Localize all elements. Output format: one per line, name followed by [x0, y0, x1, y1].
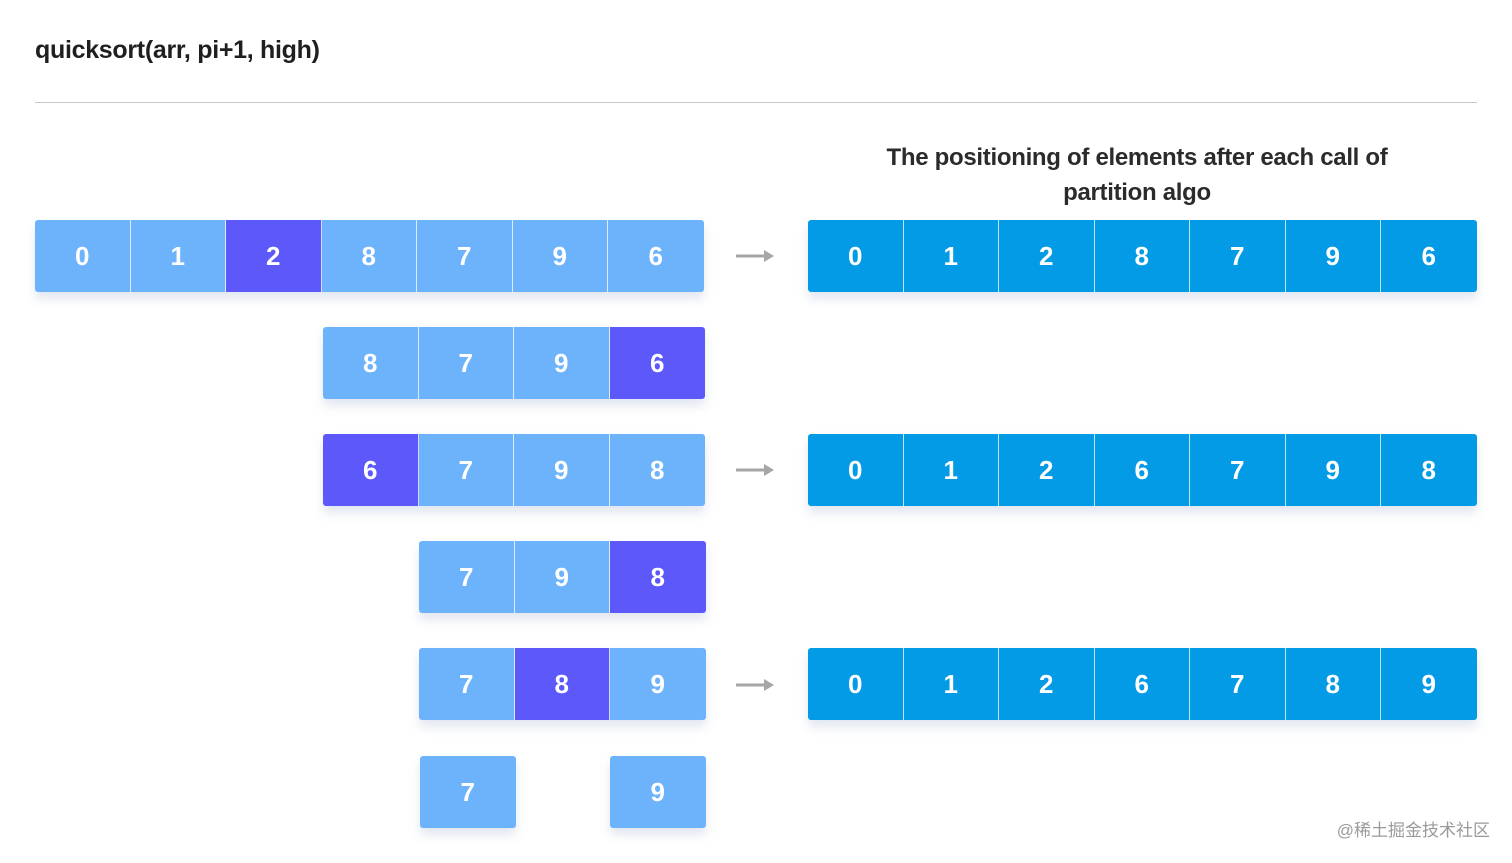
array-cell: 6	[1381, 220, 1477, 292]
array-cell: 7	[1190, 220, 1286, 292]
array-cell: 9	[1285, 220, 1381, 292]
array-cell: 0	[35, 220, 131, 292]
right-arrow-icon	[736, 679, 774, 691]
array-cell: 7	[420, 756, 516, 828]
array-cell: 9	[512, 220, 608, 292]
array-cell: 8	[321, 220, 417, 292]
single-element-row: 9	[610, 756, 706, 828]
array-cell: 0	[808, 648, 904, 720]
array-cell: 8	[1285, 648, 1381, 720]
array-cell: 8	[1094, 220, 1190, 292]
array-cell: 6	[609, 327, 705, 399]
array-cell: 0	[808, 220, 904, 292]
array-cell: 6	[323, 434, 419, 506]
array-cell: 6	[608, 220, 704, 292]
array-cell: 7	[417, 220, 513, 292]
array-cell: 1	[903, 434, 999, 506]
array-cell: 8	[609, 434, 705, 506]
array-cell: 8	[610, 541, 706, 613]
array-cell: 1	[903, 220, 999, 292]
page-title: quicksort(arr, pi+1, high)	[35, 36, 320, 64]
result-heading: The positioning of elements after each c…	[886, 144, 1388, 206]
header-divider	[35, 102, 1477, 103]
array-cell: 9	[514, 541, 610, 613]
array-cell: 2	[226, 220, 322, 292]
array-cell: 2	[999, 648, 1095, 720]
single-element-row: 7	[420, 756, 516, 828]
array-cell: 8	[323, 327, 419, 399]
array-cell: 9	[514, 434, 610, 506]
array-cell: 6	[1094, 648, 1190, 720]
array-cell: 1	[130, 220, 226, 292]
array-cell: 9	[1285, 434, 1381, 506]
array-cell: 2	[999, 434, 1095, 506]
array-cell: 7	[1190, 648, 1286, 720]
array-cell: 2	[999, 220, 1095, 292]
array-cell: 8	[1381, 434, 1477, 506]
array-cell: 9	[610, 648, 706, 720]
watermark: @稀土掘金技术社区	[1336, 821, 1490, 840]
array-cell: 6	[1094, 434, 1190, 506]
array-cell: 1	[903, 648, 999, 720]
array-cell: 7	[419, 648, 515, 720]
array-cell: 7	[419, 541, 515, 613]
array-cell: 8	[514, 648, 610, 720]
right-arrow-icon	[736, 250, 774, 262]
array-cell: 9	[1381, 648, 1477, 720]
right-arrow-icon	[736, 464, 774, 476]
array-cell: 7	[1190, 434, 1286, 506]
array-cell: 7	[418, 327, 514, 399]
array-cell: 0	[808, 434, 904, 506]
array-cell: 7	[418, 434, 514, 506]
array-cell: 9	[514, 327, 610, 399]
array-cell: 9	[610, 756, 706, 828]
